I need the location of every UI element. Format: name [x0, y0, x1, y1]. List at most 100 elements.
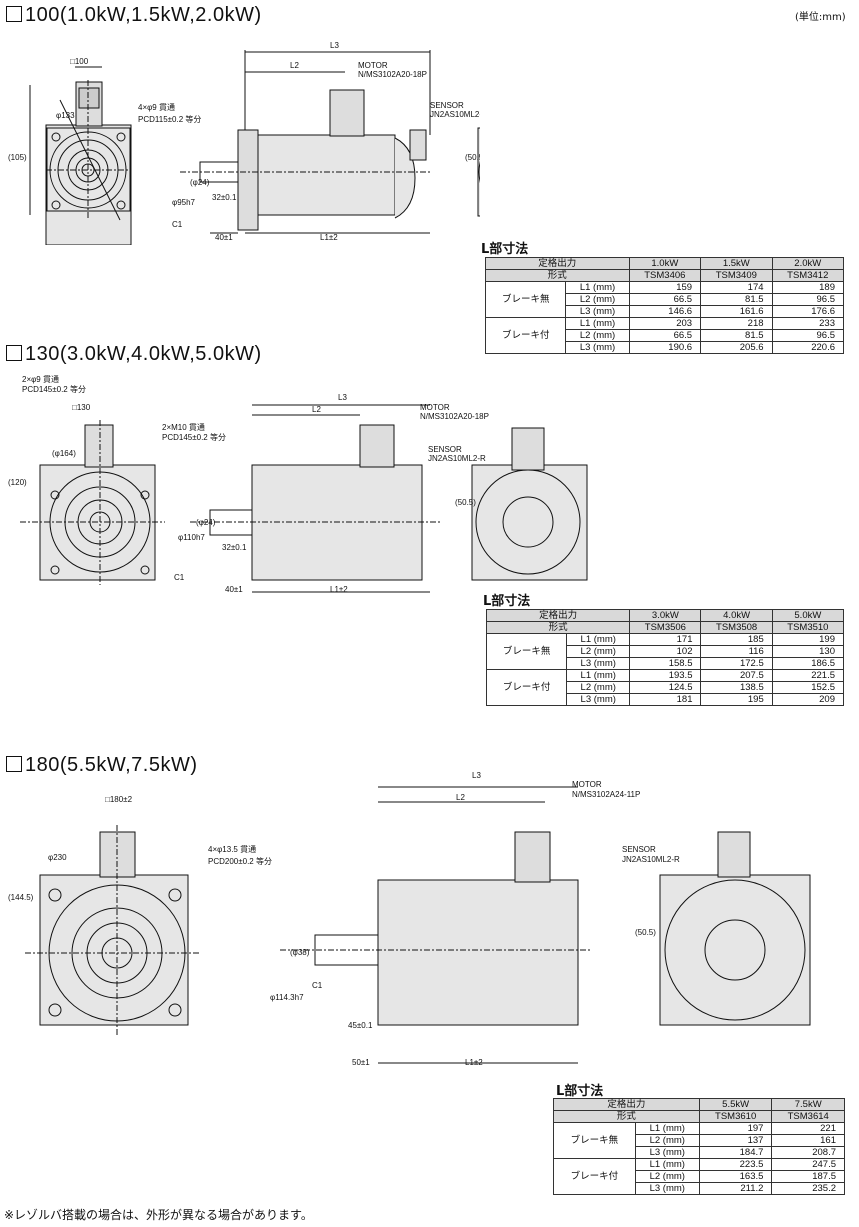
type-cell: TSM3508	[700, 621, 773, 634]
side-body	[244, 134, 396, 216]
dim-shaft-dia: (φ24)	[196, 518, 216, 527]
dim-dia: φ133	[56, 111, 75, 120]
value-cell: 218	[700, 317, 773, 330]
row-label: L2 (mm)	[566, 681, 631, 694]
row-label: L3 (mm)	[566, 693, 631, 706]
dim-c1: C1	[174, 573, 185, 582]
output-cell: 5.0kW	[771, 609, 845, 622]
type-cell: TSM3510	[771, 621, 845, 634]
row-label: L2 (mm)	[634, 1134, 700, 1147]
value-cell: 185	[700, 633, 773, 646]
row-label: L3 (mm)	[566, 657, 631, 670]
output-cell: 1.5kW	[700, 257, 773, 270]
header-rated-output: 定格出力	[485, 609, 631, 622]
type-cell: TSM3406	[628, 269, 702, 282]
brake-group: ブレーキ無	[485, 633, 568, 670]
value-cell: 181	[629, 693, 702, 706]
row-label: L1 (mm)	[566, 633, 631, 646]
dim-l2: L2	[312, 405, 321, 414]
value-cell: 81.5	[700, 329, 773, 342]
output-cell: 5.5kW	[698, 1098, 773, 1111]
row-label: L2 (mm)	[565, 293, 630, 306]
square-icon	[6, 6, 22, 22]
sensor-label: SENSOR	[430, 101, 464, 110]
value-cell: 203	[628, 317, 702, 330]
value-cell: 195	[700, 693, 773, 706]
sensor-label: SENSOR	[622, 845, 656, 854]
front-flange	[39, 874, 189, 1026]
type-cell: TSM3412	[771, 269, 845, 282]
rear-body	[659, 874, 811, 1026]
dim-c1: C1	[172, 220, 183, 229]
type-cell: TSM3614	[771, 1110, 845, 1123]
value-cell: 174	[700, 281, 773, 294]
value-cell: 223.5	[698, 1158, 773, 1171]
header-rated-output: 定格出力	[485, 257, 630, 270]
value-cell: 124.5	[629, 681, 702, 694]
row-label: L3 (mm)	[634, 1146, 700, 1159]
value-cell: 193.5	[629, 669, 702, 682]
dim-holes1: 2×φ9 貫通	[22, 374, 59, 384]
value-cell: 66.5	[628, 329, 702, 342]
dim-key: 45±0.1	[348, 1021, 373, 1030]
type-cell: TSM3506	[629, 621, 702, 634]
dim-shaft-dia: (φ24)	[190, 178, 210, 187]
value-cell: 235.2	[771, 1182, 845, 1195]
header-rated-output: 定格出力	[553, 1098, 700, 1111]
value-cell: 190.6	[628, 341, 702, 354]
value-cell: 184.7	[698, 1146, 773, 1159]
value-cell: 189	[771, 281, 845, 294]
value-cell: 116	[700, 645, 773, 658]
dim-40: 40±1	[225, 585, 243, 594]
value-cell: 137	[698, 1134, 773, 1147]
dim-l1: L1±2	[465, 1058, 483, 1067]
rear-body	[471, 464, 588, 581]
value-cell: 187.5	[771, 1170, 845, 1183]
footer-note: ※レゾルバ搭載の場合は、外形が異なる場合があります。	[4, 1208, 313, 1222]
type-cell: TSM3409	[700, 269, 773, 282]
table-title-3: L部寸法	[556, 1084, 604, 1099]
header-type: 形式	[485, 269, 630, 282]
header-type: 形式	[553, 1110, 700, 1123]
dim-pcd: PCD200±0.2 等分	[208, 856, 272, 866]
value-cell: 247.5	[771, 1158, 845, 1171]
value-cell: 221.5	[771, 669, 845, 682]
dim-sq: □100	[70, 57, 89, 66]
motor-connector: N/MS3102A20-18P	[420, 412, 489, 421]
value-cell: 96.5	[771, 329, 845, 342]
row-label: L3 (mm)	[634, 1182, 700, 1195]
dim-rear-h: (50.5)	[635, 928, 656, 937]
value-cell: 221	[771, 1122, 845, 1135]
dim-l2: L2	[290, 61, 299, 70]
dim-holes: 4×φ9 貫通	[138, 102, 175, 112]
side-connector	[329, 89, 365, 137]
section-title-100: 100(1.0kW,1.5kW,2.0kW)	[6, 4, 262, 27]
dim-l1: L1±2	[330, 585, 348, 594]
dim-key: 32±0.1	[222, 543, 247, 552]
brake-group: ブレーキ付	[485, 669, 568, 706]
row-label: L1 (mm)	[565, 281, 630, 294]
row-label: L3 (mm)	[565, 341, 630, 354]
output-cell: 3.0kW	[629, 609, 702, 622]
motor-connector: N/MS3102A24-11P	[572, 790, 640, 799]
dim-height: (144.5)	[8, 893, 34, 902]
dim-l3: L3	[472, 771, 481, 780]
dim-sq: □130	[72, 403, 91, 412]
brake-group: ブレーキ付	[553, 1158, 636, 1195]
dim-rear-h: (50.5)	[455, 498, 476, 507]
output-cell: 1.0kW	[628, 257, 702, 270]
dim-key: 32±0.1	[212, 193, 237, 202]
value-cell: 211.2	[698, 1182, 773, 1195]
value-cell: 176.6	[771, 305, 845, 318]
value-cell: 96.5	[771, 293, 845, 306]
motor-connector: N/MS3102A20-18P	[358, 70, 427, 79]
value-cell: 102	[629, 645, 702, 658]
